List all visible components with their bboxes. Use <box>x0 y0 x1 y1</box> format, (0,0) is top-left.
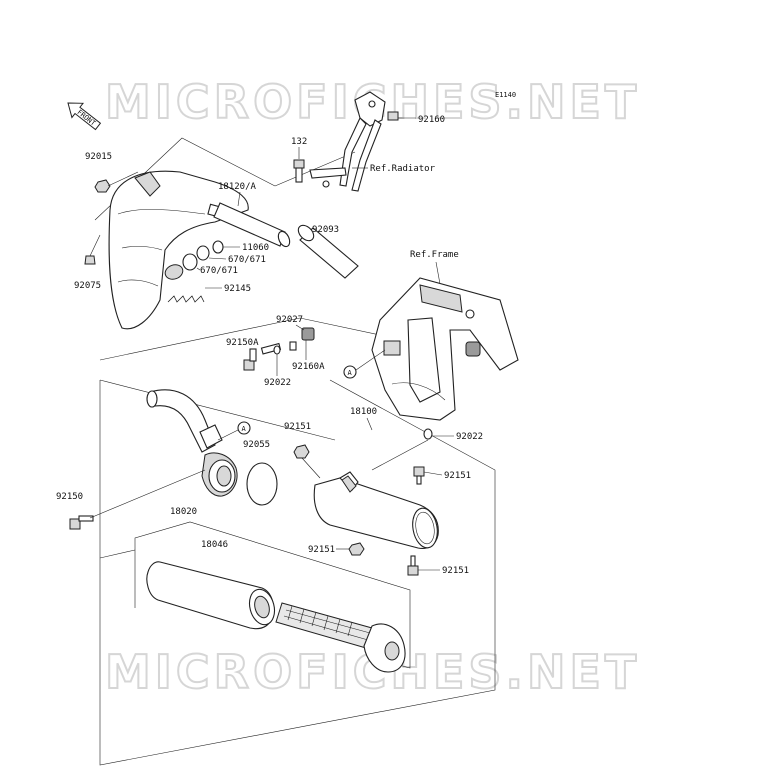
part-label-92160a: 92160A <box>292 362 325 372</box>
part-label-92150: 92150 <box>56 492 83 502</box>
bolt-92151b-icon <box>413 466 425 485</box>
callout-a-left: A <box>242 425 247 433</box>
part-label-18120a: 18120/A <box>218 182 257 192</box>
part-label-92151c: 92151 <box>308 545 335 555</box>
collar-icon <box>289 341 297 351</box>
part-label-11060: 11060 <box>242 243 269 253</box>
part-label-92055: 92055 <box>243 440 270 450</box>
part-label-92145: 92145 <box>224 284 251 294</box>
damper-92027-icon <box>301 327 315 341</box>
gasket-92055-icon <box>246 462 278 506</box>
bolt-92151a-icon <box>293 444 310 459</box>
expansion-chamber <box>108 170 249 330</box>
diagram-code: E1140 <box>495 91 516 99</box>
part-label-670b: 670/671 <box>200 266 238 276</box>
callout-a-right-icon <box>343 365 357 379</box>
ref-frame: Ref.Frame <box>410 250 459 260</box>
sleeve-92093 <box>297 224 359 279</box>
gasket-ring-icon <box>164 264 184 280</box>
frame-line-18020 <box>134 521 411 669</box>
part-label-92027: 92027 <box>276 315 303 325</box>
silencer-body-18100 <box>313 471 439 549</box>
front-arrow-icon: FRONT <box>67 102 102 131</box>
part-label-92151b: 92151 <box>444 471 471 481</box>
part-label-92093: 92093 <box>312 225 339 235</box>
ring-670a-icon <box>196 245 210 261</box>
part-label-18046: 18046 <box>201 540 228 550</box>
part-label-92150a: 92150A <box>226 338 259 348</box>
washer-92022b-icon <box>423 428 433 440</box>
mounting-bracket <box>309 91 399 192</box>
ref-radiator: Ref.Radiator <box>370 164 436 174</box>
muffler-packing-18046 <box>146 561 276 630</box>
part-label-92151d: 92151 <box>442 566 469 576</box>
bolt-92150-icon <box>69 515 94 530</box>
chamber-spigot <box>213 202 291 248</box>
bolt-92151c-icon <box>348 542 365 556</box>
oring-11060-icon <box>212 240 224 254</box>
frame-line-lower <box>99 379 496 766</box>
perforated-core <box>275 602 373 649</box>
frame-line-lower-inner <box>99 379 336 441</box>
muffler-end-cap <box>363 623 406 673</box>
part-label-92022b: 92022 <box>456 432 483 442</box>
bolt-132-icon <box>293 159 305 183</box>
part-label-670a: 670/671 <box>228 255 266 265</box>
callout-a-left-icon <box>237 421 251 435</box>
part-label-92160: 92160 <box>418 115 445 125</box>
spring-92145-icon <box>167 295 205 303</box>
callout-a-right: A <box>348 369 353 377</box>
exhaust-elbow-pipe <box>146 389 238 497</box>
part-label-18020: 18020 <box>170 507 197 517</box>
frame-section <box>371 277 519 421</box>
cap-92075-icon <box>84 255 96 265</box>
part-label-132: 132 <box>291 137 307 147</box>
nut-92015-icon <box>94 179 111 193</box>
leader-radiator <box>274 151 356 187</box>
part-label-92075: 92075 <box>74 281 101 291</box>
part-label-92022a: 92022 <box>264 378 291 388</box>
bolt-92151d-icon <box>407 555 419 576</box>
part-label-92015: 92015 <box>85 152 112 162</box>
part-label-18100: 18100 <box>350 407 377 417</box>
washer-92022a-icon <box>273 345 281 355</box>
ring-670b-icon <box>182 253 198 271</box>
part-label-92151a: 92151 <box>284 422 311 432</box>
